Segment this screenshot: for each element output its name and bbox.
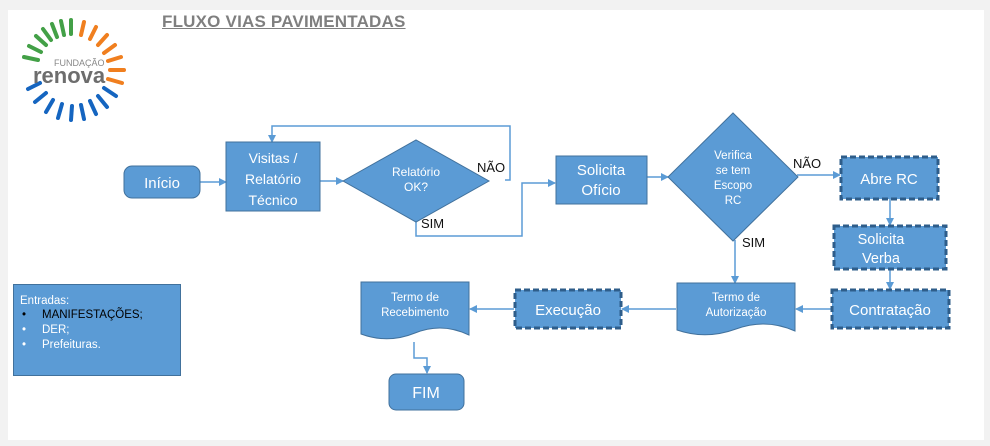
node-termo-autorizacao-line1: Termo de <box>712 292 760 304</box>
node-inicio[interactable]: Início <box>123 165 201 199</box>
node-termo-recebimento-line2: Recebimento <box>381 307 449 319</box>
logo-main-text: renova <box>33 63 106 88</box>
edge-label-sim-2: SIM <box>742 235 765 250</box>
edge-nao-loop <box>268 125 511 181</box>
node-contratacao[interactable]: Contratação <box>830 288 951 330</box>
node-visitas-line1: Visitas / <box>249 150 298 166</box>
edge-recebimento-fim <box>413 342 431 374</box>
node-visitas[interactable]: Visitas / Relatório Técnico <box>225 141 321 212</box>
page-title: FLUXO VIAS PAVIMENTADAS <box>162 12 406 31</box>
inputs-item: DER; <box>20 323 174 338</box>
node-solicita-oficio[interactable]: Solicita Ofício <box>555 155 648 205</box>
inputs-box: Entradas: MANIFESTAÇÕES; DER; Prefeitura… <box>13 284 181 376</box>
inputs-list: MANIFESTAÇÕES; DER; Prefeituras. <box>20 308 174 353</box>
edge-label-nao-1: NÃO <box>477 160 505 175</box>
node-solicita-verba-line2: Verba <box>862 251 901 267</box>
inputs-heading: Entradas: <box>20 295 70 307</box>
node-relatorio-line2: OK? <box>404 180 428 194</box>
inputs-item: Prefeituras. <box>20 338 174 353</box>
node-solicita-verba-line1: Solicita <box>858 232 906 248</box>
node-verifica-line2: se tem <box>716 165 751 177</box>
node-execucao[interactable]: Execução <box>513 288 623 330</box>
node-fim[interactable]: FIM <box>388 373 465 411</box>
node-verifica-line3: Escopo <box>714 180 752 192</box>
node-solicita-oficio-line1: Solicita <box>577 162 626 179</box>
edge-sim-solicita <box>415 179 556 237</box>
node-inicio-label: Início <box>144 175 180 192</box>
node-termo-recebimento-line1: Termo de <box>391 292 439 304</box>
node-execucao-label: Execução <box>535 302 601 319</box>
logo-ring-icon <box>22 18 126 122</box>
node-relatorio-line1: Relatório <box>392 165 440 179</box>
node-solicita-oficio-line2: Ofício <box>581 182 620 199</box>
renova-logo: FUNDAÇÃO renova <box>22 18 126 122</box>
node-relatorio-ok[interactable]: Relatório OK? <box>341 139 491 223</box>
edge-label-sim-1: SIM <box>421 216 444 231</box>
node-fim-label: FIM <box>412 385 440 402</box>
node-termo-recebimento[interactable]: Termo de Recebimento <box>360 281 470 340</box>
node-verifica-line1: Verifica <box>714 150 752 162</box>
node-abre-rc[interactable]: Abre RC <box>839 155 940 201</box>
node-visitas-line2: Relatório <box>245 171 301 187</box>
edge-label-nao-2: NÃO <box>793 156 821 171</box>
node-visitas-line3: Técnico <box>248 192 297 208</box>
node-termo-autorizacao[interactable]: Termo de Autorização <box>676 282 796 336</box>
inputs-item: MANIFESTAÇÕES; <box>20 308 174 323</box>
node-verifica-escopo[interactable]: Verifica se tem Escopo RC <box>667 112 799 242</box>
node-abre-rc-label: Abre RC <box>860 171 918 188</box>
edges <box>200 125 894 374</box>
logo-top-text: FUNDAÇÃO <box>54 58 105 68</box>
node-termo-autorizacao-line2: Autorização <box>706 307 767 319</box>
node-solicita-verba[interactable]: Solicita Verba <box>832 224 948 271</box>
node-verifica-line4: RC <box>725 195 742 207</box>
node-contratacao-label: Contratação <box>849 302 931 319</box>
